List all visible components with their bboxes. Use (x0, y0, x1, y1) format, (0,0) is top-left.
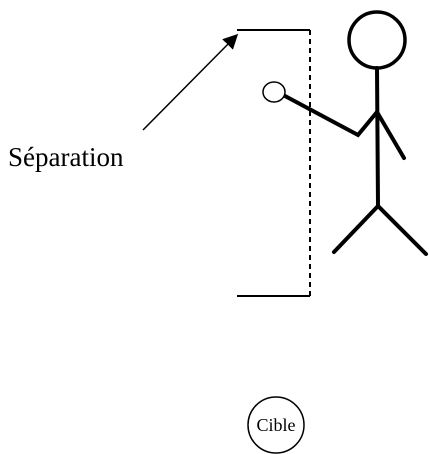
target-label: Cible (257, 415, 296, 435)
ball (262, 81, 286, 103)
stick-figure (283, 10, 428, 256)
separation-arrow (142, 33, 239, 131)
stick-figure-left-leg (332, 204, 380, 254)
target: Cible (247, 396, 305, 454)
separation-screen (237, 29, 311, 297)
target-circle (247, 396, 305, 454)
stick-figure-neck-body (375, 66, 380, 208)
stick-figure-right-leg (376, 204, 428, 256)
stick-figure-pointing-arm (283, 94, 379, 138)
separation-label: Séparation (8, 142, 124, 172)
stick-figure-right-arm (375, 110, 406, 160)
stick-figure-head (347, 10, 407, 70)
